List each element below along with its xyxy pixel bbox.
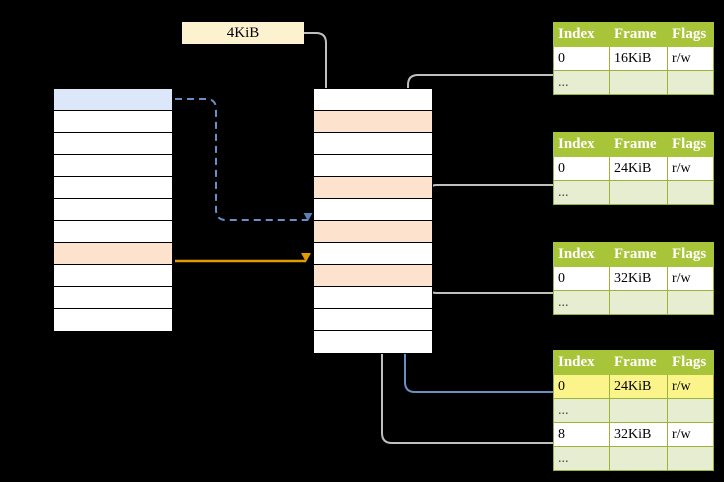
memory-row — [314, 133, 432, 155]
wire-table3-to-physical — [421, 268, 553, 294]
table-cell-index: ... — [553, 398, 610, 423]
table-row-ellipsis: ... — [553, 70, 714, 95]
column-header-flags: Flags — [667, 22, 714, 47]
memory-row — [314, 265, 432, 287]
column-header-flags: Flags — [667, 132, 714, 157]
table-cell-index: 0 — [553, 374, 610, 399]
page-size-label: 4KiB — [182, 22, 304, 44]
table-cell-frame: 24KiB — [609, 374, 668, 399]
memory-row — [54, 287, 172, 309]
column-header-frame: Frame — [609, 132, 668, 157]
table-cell-index: ... — [553, 446, 610, 471]
memory-row — [314, 221, 432, 243]
column-header-flags: Flags — [667, 350, 714, 375]
memory-row — [54, 89, 172, 111]
table-row-ellipsis: ... — [553, 446, 714, 471]
memory-row — [54, 265, 172, 287]
table-cell-index: ... — [553, 70, 610, 95]
memory-row — [54, 111, 172, 133]
table-cell-frame: 32KiB — [609, 422, 668, 447]
table-cell-flags — [667, 180, 714, 205]
table-cell-flags — [667, 70, 714, 95]
table-cell-flags — [667, 398, 714, 423]
table-cell-flags: r/w — [667, 374, 714, 399]
memory-row — [314, 155, 432, 177]
column-header-frame: Frame — [609, 22, 668, 47]
table-cell-flags — [667, 446, 714, 471]
wire-table2-to-physical — [426, 184, 553, 224]
table-row-ellipsis: ... — [553, 398, 714, 423]
physical-memory-column — [313, 88, 433, 354]
column-header-index: Index — [553, 242, 610, 267]
table-cell-index: 8 — [553, 422, 610, 447]
table-cell-frame: 16KiB — [609, 46, 668, 71]
memory-row — [314, 111, 432, 133]
memory-row — [314, 199, 432, 221]
table-cell-frame: 32KiB — [609, 266, 668, 291]
table-cell-frame: 24KiB — [609, 156, 668, 181]
column-header-index: Index — [553, 350, 610, 375]
column-header-index: Index — [553, 22, 610, 47]
table-row-ellipsis: ... — [553, 290, 714, 315]
table-cell-frame — [609, 290, 668, 315]
table-cell-index: 0 — [553, 46, 610, 71]
table-cell-index: ... — [553, 290, 610, 315]
memory-row — [314, 309, 432, 331]
memory-row — [54, 199, 172, 221]
memory-row — [54, 133, 172, 155]
table-cell-frame — [609, 70, 668, 95]
memory-row — [314, 331, 432, 353]
table-cell-frame — [609, 180, 668, 205]
memory-row — [54, 177, 172, 199]
table-cell-flags: r/w — [667, 266, 714, 291]
column-header-frame: Frame — [609, 350, 668, 375]
column-header-flags: Flags — [667, 242, 714, 267]
table-row-ellipsis: ... — [553, 180, 714, 205]
memory-row — [54, 221, 172, 243]
memory-row — [314, 177, 432, 199]
table-cell-index: ... — [553, 180, 610, 205]
memory-row — [54, 309, 172, 331]
virtual-address-column — [53, 88, 173, 332]
memory-row — [54, 155, 172, 177]
memory-row — [54, 243, 172, 265]
table-cell-index: 0 — [553, 266, 610, 291]
memory-row — [314, 287, 432, 309]
memory-row — [314, 89, 432, 111]
table-cell-flags: r/w — [667, 156, 714, 181]
wire-virtual-blue-to-physical — [175, 98, 313, 221]
table-cell-flags: r/w — [667, 422, 714, 447]
table-cell-flags — [667, 290, 714, 315]
table-cell-flags: r/w — [667, 46, 714, 71]
column-header-frame: Frame — [609, 242, 668, 267]
table-cell-index: 0 — [553, 156, 610, 181]
column-header-index: Index — [553, 132, 610, 157]
table-cell-frame — [609, 398, 668, 423]
table-cell-frame — [609, 446, 668, 471]
memory-row — [314, 243, 432, 265]
